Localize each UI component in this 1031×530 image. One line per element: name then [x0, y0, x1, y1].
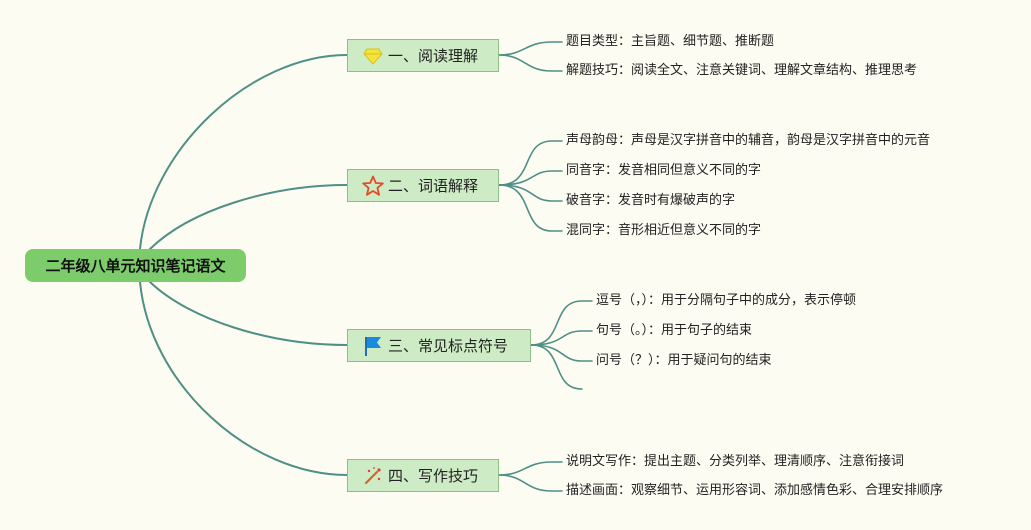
star-icon — [360, 175, 386, 197]
leaf-item[interactable]: 说明文写作：提出主题、分类列举、理清顺序、注意衔接词 — [566, 454, 905, 469]
topic-vocabulary[interactable]: 二、词语解释 — [347, 169, 499, 202]
leaf-item[interactable]: 同音字：发音相同但意义不同的字 — [566, 163, 762, 178]
diamond-icon — [360, 45, 386, 67]
root-label: 二年级八单元知识笔记语文 — [45, 257, 226, 275]
topic-reading[interactable]: 一、阅读理解 — [347, 39, 499, 72]
leaf-item[interactable]: 声母韵母：声母是汉字拼音中的辅音，韵母是汉字拼音中的元音 — [566, 133, 931, 148]
leaf-item[interactable]: 描述画面：观察细节、运用形容词、添加感情色彩、合理安排顺序 — [566, 483, 944, 498]
leaf-item[interactable]: 题目类型：主旨题、细节题、推断题 — [566, 34, 775, 49]
leaf-item[interactable]: 混同字：音形相近但意义不同的字 — [566, 223, 762, 238]
root-link-4 — [139, 281, 348, 476]
topic-label: 一、阅读理解 — [388, 47, 479, 65]
root-link-2 — [149, 184, 348, 250]
leaf-item[interactable]: 句号（。）：用于句子的结束 — [596, 323, 753, 338]
topic-label: 三、常见标点符号 — [388, 337, 509, 355]
topic-label: 四、写作技巧 — [388, 467, 479, 485]
leaf-item[interactable]: 问号（？）：用于疑问句的结束 — [596, 353, 772, 368]
leaf-item[interactable]: 逗号（，）：用于分隔句子中的成分，表示停顿 — [596, 293, 857, 308]
root-link-3 — [149, 281, 348, 346]
root-link-1 — [139, 54, 348, 250]
flag-icon — [360, 335, 386, 357]
leaf-item[interactable]: 解题技巧：阅读全文、注意关键词、理解文章结构、推理思考 — [566, 63, 918, 78]
topic-writing[interactable]: 四、写作技巧 — [347, 459, 499, 492]
magic-wand-icon — [360, 465, 386, 487]
topic-label: 二、词语解释 — [388, 177, 479, 195]
root-node[interactable]: 二年级八单元知识笔记语文 — [25, 249, 246, 282]
leaf-item[interactable]: 破音字：发音时有爆破声的字 — [566, 193, 736, 208]
topic-punctuation[interactable]: 三、常见标点符号 — [347, 329, 531, 362]
